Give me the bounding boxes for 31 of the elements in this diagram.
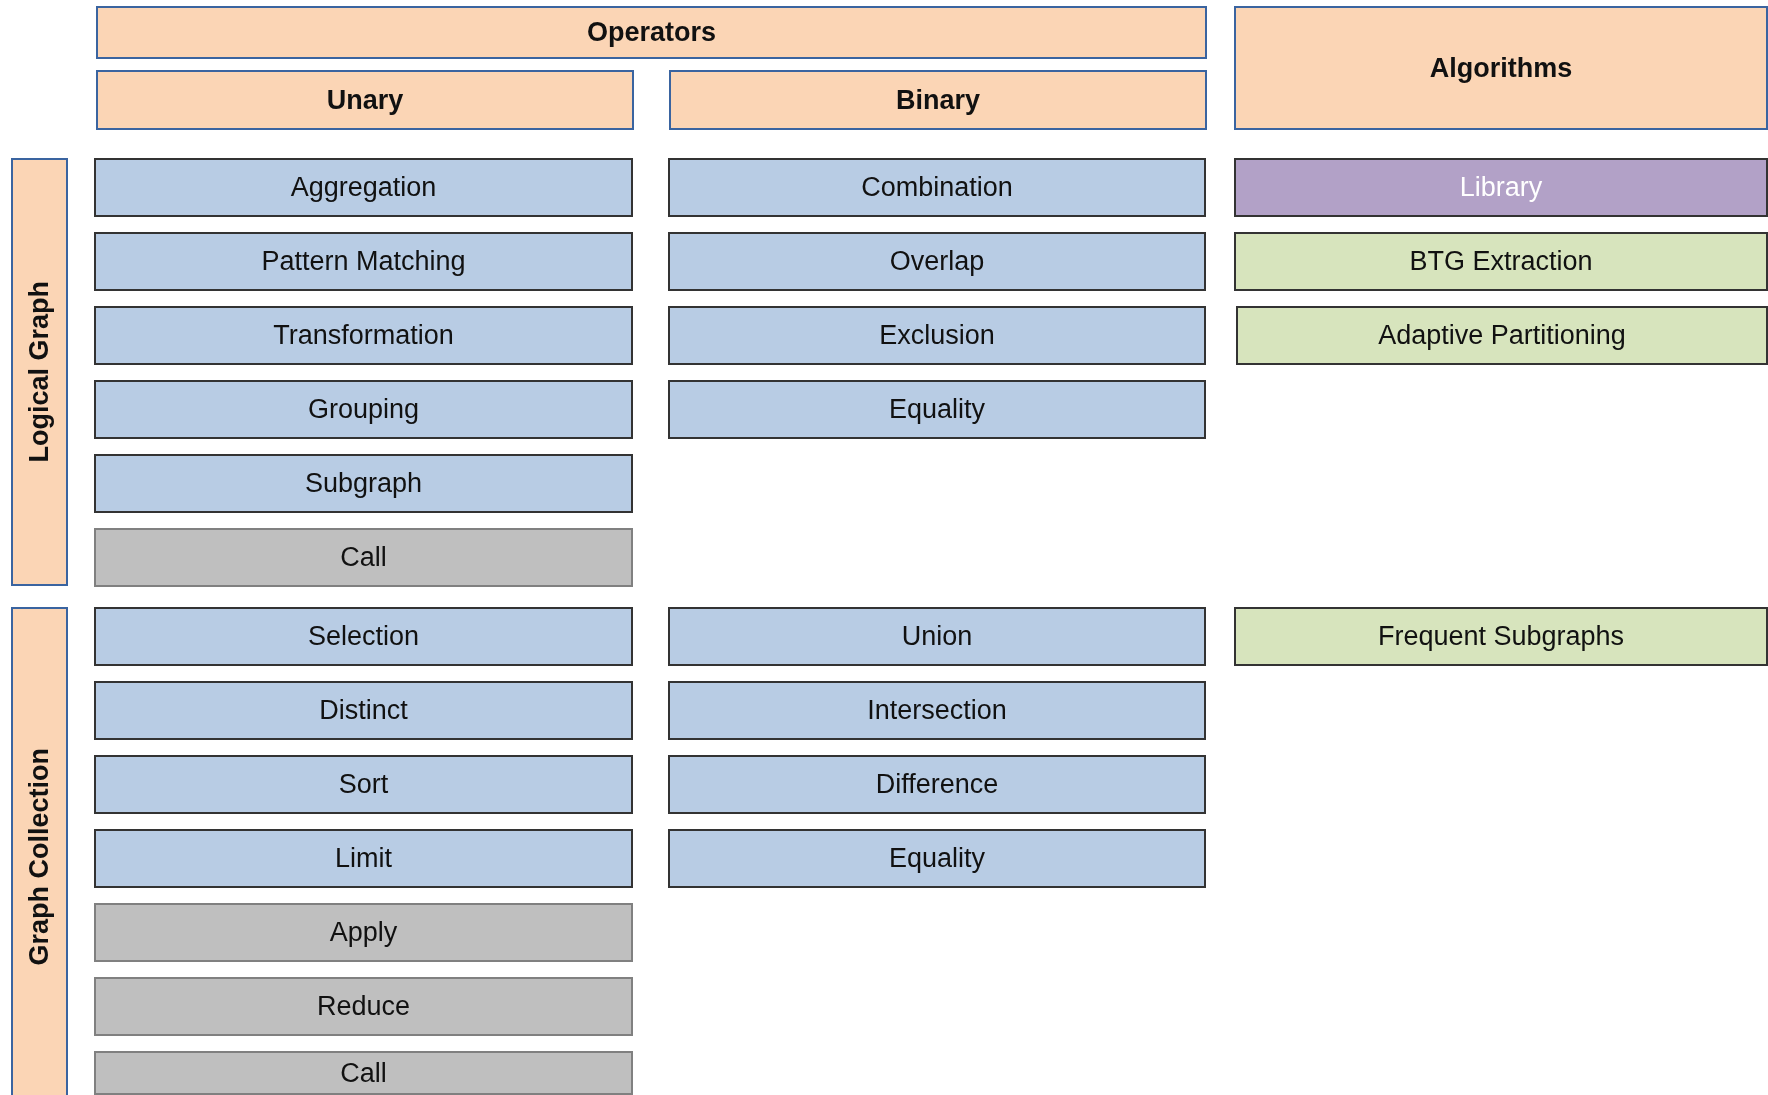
operator-box: Call [94, 1051, 633, 1095]
operator-box: Exclusion [668, 306, 1206, 365]
category-header: Operators [96, 6, 1207, 59]
operator-box: Pattern Matching [94, 232, 633, 291]
algorithm-box: Frequent Subgraphs [1234, 607, 1768, 666]
operator-box: Distinct [94, 681, 633, 740]
operator-box: Union [668, 607, 1206, 666]
algorithm-box: Adaptive Partitioning [1236, 306, 1768, 365]
operator-box: Intersection [668, 681, 1206, 740]
operator-box: Call [94, 528, 633, 587]
operator-box: Reduce [94, 977, 633, 1036]
operator-box: Grouping [94, 380, 633, 439]
operator-box: Apply [94, 903, 633, 962]
operator-box: Equality [668, 829, 1206, 888]
algorithm-box: BTG Extraction [1234, 232, 1768, 291]
operator-box: Aggregation [94, 158, 633, 217]
operator-box: Transformation [94, 306, 633, 365]
operator-box: Selection [94, 607, 633, 666]
category-header: Algorithms [1234, 6, 1768, 130]
library-box: Library [1234, 158, 1768, 217]
row-group-band: Graph Collection [11, 607, 68, 1095]
operator-box: Sort [94, 755, 633, 814]
row-group-band: Logical Graph [11, 158, 68, 586]
operator-box: Combination [668, 158, 1206, 217]
operator-box: Limit [94, 829, 633, 888]
category-header: Binary [669, 70, 1207, 130]
category-header: Unary [96, 70, 634, 130]
operator-box: Subgraph [94, 454, 633, 513]
operator-box: Difference [668, 755, 1206, 814]
operator-box: Overlap [668, 232, 1206, 291]
operator-box: Equality [668, 380, 1206, 439]
